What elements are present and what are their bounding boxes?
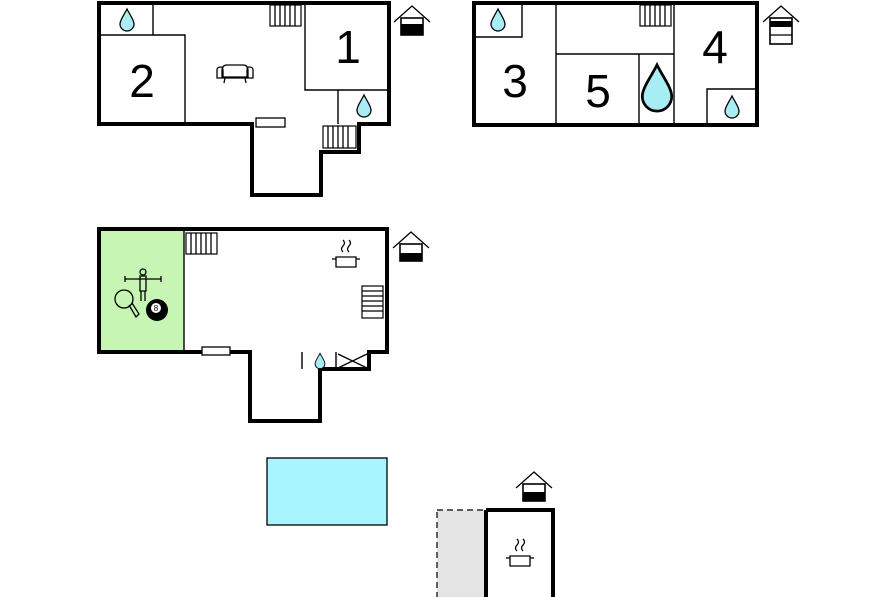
floor-c: 8 xyxy=(97,227,389,423)
cooking-pot-icon xyxy=(506,538,534,567)
stairs-icon xyxy=(322,125,357,149)
cooking-pot-icon xyxy=(332,239,360,268)
stairs-icon xyxy=(361,285,384,319)
house-floor-icon xyxy=(515,471,553,502)
billiard-ball-number: 8 xyxy=(154,304,159,313)
room-number-2: 2 xyxy=(129,55,155,107)
room-number-1: 1 xyxy=(335,21,361,73)
fitness-icon xyxy=(124,268,162,301)
floor-a: 2 1 xyxy=(97,1,391,197)
billiard-ball-icon: 8 xyxy=(146,299,168,321)
terrace xyxy=(436,509,487,597)
stairs-icon xyxy=(269,4,302,27)
table-tennis-icon xyxy=(114,289,140,319)
window xyxy=(201,346,231,356)
water-drop-icon xyxy=(490,8,506,32)
annex xyxy=(436,508,555,597)
water-drop-icon xyxy=(314,352,326,370)
house-floor-icon xyxy=(762,5,800,45)
stairs-icon xyxy=(185,232,218,255)
floor-b: 3 5 4 xyxy=(472,1,759,127)
window xyxy=(255,117,286,128)
water-drop-icon xyxy=(724,95,740,119)
house-floor-icon xyxy=(392,231,430,262)
room-number-3: 3 xyxy=(502,55,528,107)
sofa-icon xyxy=(216,64,254,84)
water-drop-icon xyxy=(356,94,372,118)
water-drop-icon xyxy=(119,8,135,32)
water-drop-icon xyxy=(640,63,674,113)
room-number-4: 4 xyxy=(702,21,728,73)
house-floor-icon xyxy=(393,5,431,36)
stairs-icon xyxy=(639,4,672,27)
room-number-5: 5 xyxy=(585,65,611,117)
pool xyxy=(266,457,388,526)
